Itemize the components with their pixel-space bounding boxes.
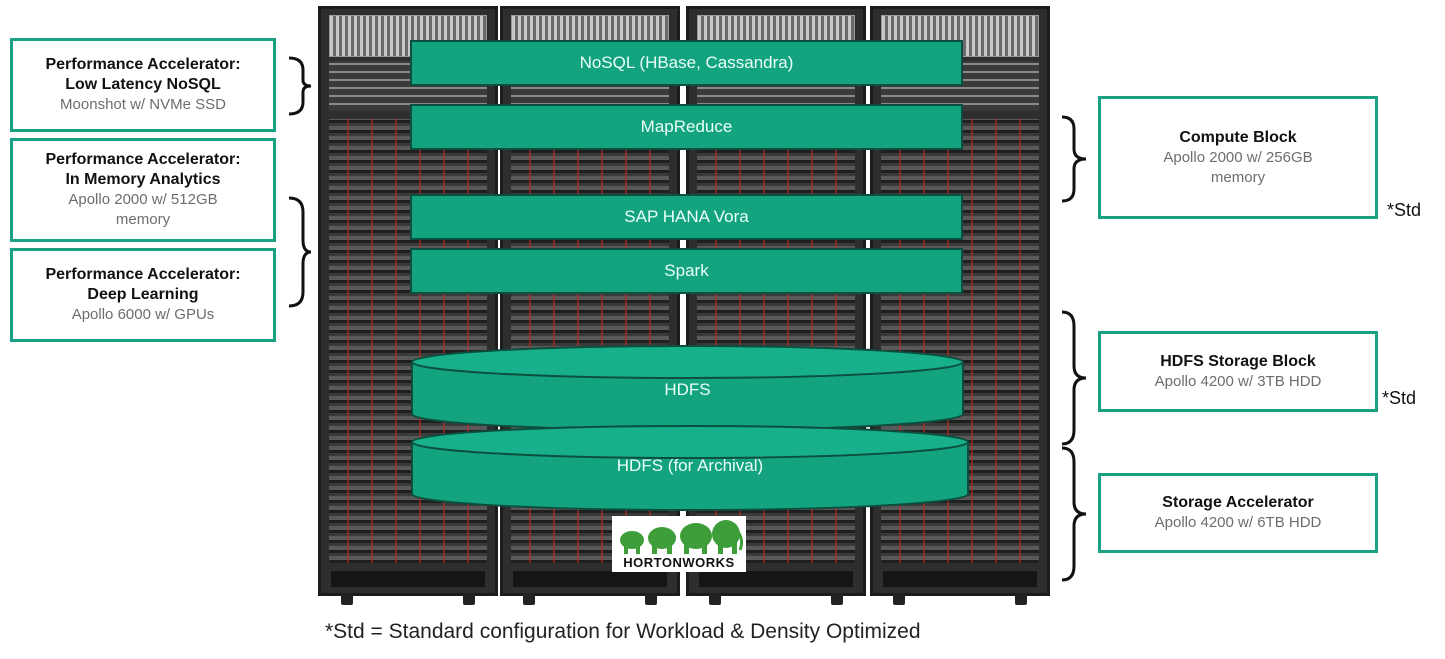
low-latency-nosql-box: Performance Accelerator: Low Latency NoS… [10, 38, 276, 132]
in-memory-analytics-box: Performance Accelerator: In Memory Analy… [10, 138, 276, 242]
layer-label: SAP HANA Vora [624, 207, 749, 226]
right-brace-compute [1061, 115, 1087, 203]
logo-wordmark: HORTONWORKS [623, 555, 735, 570]
box-subtitle: Apollo 6000 w/ GPUs [71, 306, 215, 323]
layer-label: NoSQL (HBase, Cassandra) [579, 53, 794, 72]
cylinder-shape [411, 345, 964, 432]
box-subtitle: Apollo 4200 w/ 3TB HDD [1154, 372, 1322, 390]
cylinder-shape [411, 425, 969, 511]
std-label-compute: *Std [1387, 200, 1422, 220]
box-subtitle-line1: Apollo 2000 w/ 512GB [68, 191, 218, 208]
left-brace-analytics-deeplearning [288, 196, 312, 308]
cylinder-label: HDFS [664, 380, 711, 399]
box-title: Storage Accelerator [1162, 494, 1314, 511]
layer-label: MapReduce [640, 117, 733, 136]
right-brace-storage-accelerator [1061, 446, 1087, 582]
std-label-hdfs: *Std [1382, 388, 1417, 408]
box-subtitle-line2: memory [1210, 168, 1266, 186]
cylinder-label: HDFS (for Archival) [616, 456, 764, 475]
right-brace-hdfs-storage [1061, 310, 1087, 446]
box-subtitle-line1: Apollo 2000 w/ 256GB [1163, 148, 1313, 166]
deep-learning-box: Performance Accelerator: Deep Learning A… [10, 248, 276, 342]
box-title-line2: Low Latency NoSQL [65, 76, 221, 93]
footnote: *Std = Standard configuration for Worklo… [325, 620, 921, 643]
mapreduce-layer: MapReduce [410, 104, 963, 150]
nosql-layer: NoSQL (HBase, Cassandra) [410, 40, 963, 86]
box-title-line2: Deep Learning [87, 286, 199, 303]
hdfs-archival-cylinder: HDFS (for Archival) [410, 422, 970, 514]
box-subtitle-line2: memory [115, 211, 171, 228]
box-subtitle: Moonshot w/ NVMe SSD [60, 96, 226, 113]
storage-accelerator-box: Storage Accelerator Apollo 4200 w/ 6TB H… [1098, 473, 1378, 553]
sap-hana-vora-layer: SAP HANA Vora [410, 194, 963, 240]
left-brace-nosql [288, 56, 312, 116]
box-title-line1: Performance Accelerator: [45, 56, 241, 73]
box-title-line1: Performance Accelerator: [45, 151, 241, 168]
box-title: HDFS Storage Block [1160, 352, 1316, 370]
layer-label: Spark [664, 261, 709, 280]
hdfs-storage-block-box: HDFS Storage Block Apollo 4200 w/ 3TB HD… [1098, 331, 1378, 412]
box-title-line1: Performance Accelerator: [45, 266, 241, 283]
spark-layer: Spark [410, 248, 963, 294]
box-subtitle: Apollo 4200 w/ 6TB HDD [1154, 514, 1322, 531]
box-title: Compute Block [1179, 128, 1297, 146]
box-title-line2: In Memory Analytics [65, 171, 221, 188]
hdfs-cylinder: HDFS [410, 344, 965, 436]
elephant-icons [620, 520, 744, 554]
hortonworks-logo: HORTONWORKS [612, 516, 746, 572]
compute-block-box: Compute Block Apollo 2000 w/ 256GB memor… [1098, 96, 1378, 219]
